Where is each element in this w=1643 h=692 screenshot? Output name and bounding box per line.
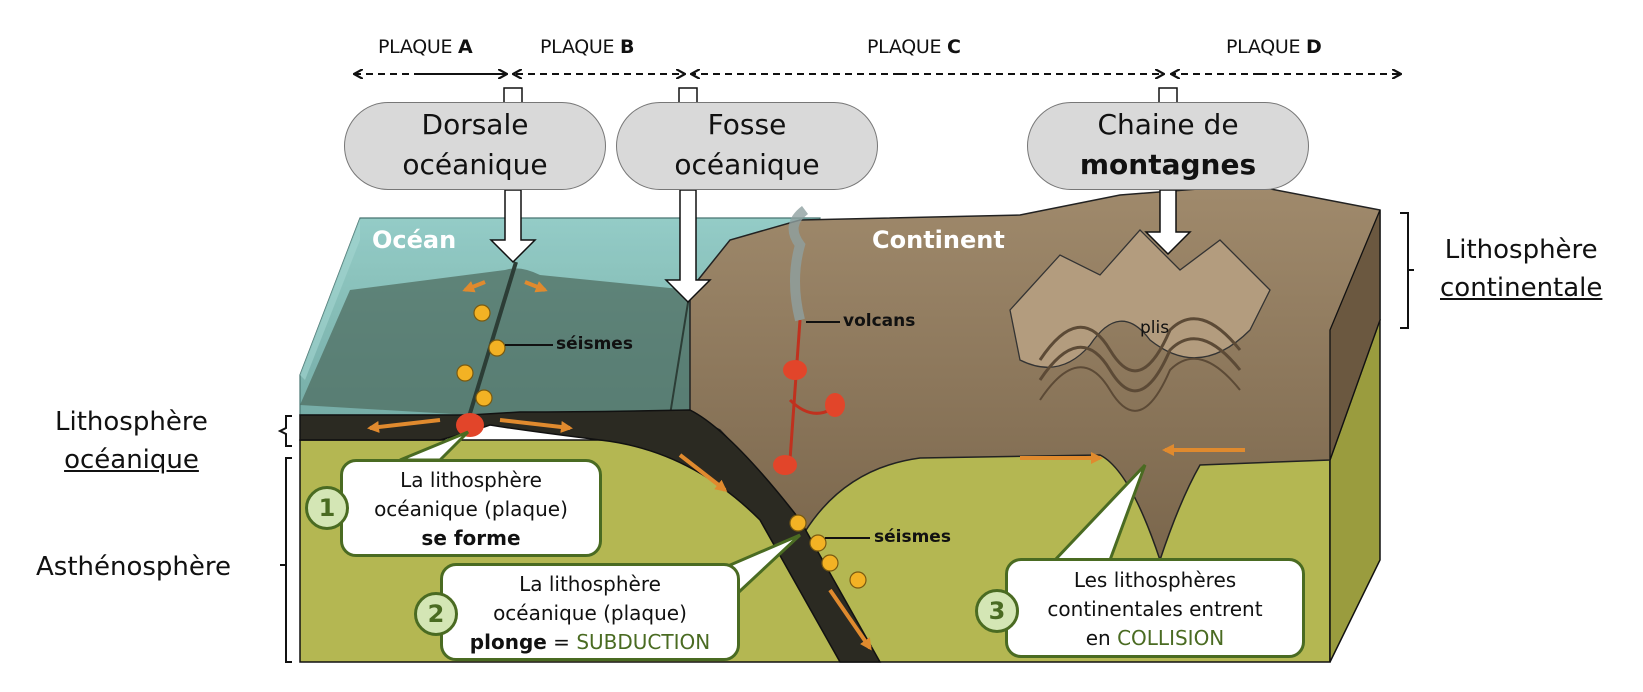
step-2-line2: océanique (plaque) [493,601,687,625]
seismes-ridge-label: séismes [556,334,633,354]
oceanic-lithosphere-label: Lithosphère océanique [55,403,208,479]
continental-lithosphere-line1: Lithosphère [1444,235,1598,265]
boundary-trench-pill: Fosse océanique [616,102,878,190]
step-2-equals: = [546,630,577,654]
step-3-number: 3 [975,589,1019,633]
boundary-ridge-title: Dorsale [421,108,529,141]
continent-label: Continent [872,226,1005,254]
plate-d-label: PLAQUE D [1226,36,1322,58]
oceanic-lithosphere-line2: océanique [64,445,199,475]
asthenosphere-label: Asthénosphère [36,552,232,582]
earthquake-icons [456,304,867,589]
ocean-label: Océan [372,226,457,254]
volcans-label: volcans [843,311,916,331]
step-2-number: 2 [414,592,458,636]
step-2-line1: La lithosphère [519,572,661,596]
plate-c-label: PLAQUE C [867,36,961,58]
continental-lithosphere-label: Lithosphère continentale [1440,231,1602,307]
boundary-pointer-arrows [489,189,1192,304]
plate-b-label: PLAQUE B [540,36,635,58]
boundary-mountains-pill: Chaine de montagnes [1027,102,1309,190]
volcano [773,206,845,475]
step-1-action: se forme [421,526,521,550]
boundary-trench-subtitle: océanique [674,148,820,181]
oceanic-lithosphere [299,409,882,663]
boundary-ridge-pill: Dorsale océanique [344,102,606,190]
step-3-line1: Les lithosphères [1073,568,1237,592]
step-2-keyword: SUBDUCTION [576,630,711,654]
step-1-bubble: La lithosphère océanique (plaque) se for… [340,459,602,557]
step-3-prefix: en [1085,626,1118,650]
step-1-line1: La lithosphère [400,468,542,492]
layer-brackets [277,212,1414,663]
step-3-keyword: COLLISION [1117,626,1225,650]
continent-block [689,184,1381,563]
step-1-number: 1 [305,486,349,530]
step-2-action: plonge [469,630,547,654]
continental-lithosphere-line2: continentale [1440,273,1603,303]
seismes-subduction-label: séismes [874,527,951,547]
boundary-ridge-subtitle: océanique [402,148,548,181]
boundary-mountains-subtitle: montagnes [1079,148,1257,181]
oceanic-lithosphere-line1: Lithosphère [55,407,208,437]
step-3-line2: continentales entrent [1047,597,1263,621]
boundary-mountains-title: Chaine de [1097,108,1239,141]
step-3-bubble: Les lithosphères continentales entrent e… [1005,558,1305,658]
motion-arrows [367,280,1245,651]
boundary-trench-title: Fosse [707,108,787,141]
step-2-bubble: La lithosphère océanique (plaque) plonge… [440,563,740,661]
ridge-magma [456,413,484,437]
plate-a-label: PLAQUE A [378,36,473,58]
plis-label: plis [1140,318,1170,338]
step-1-line2: océanique (plaque) [374,497,568,521]
